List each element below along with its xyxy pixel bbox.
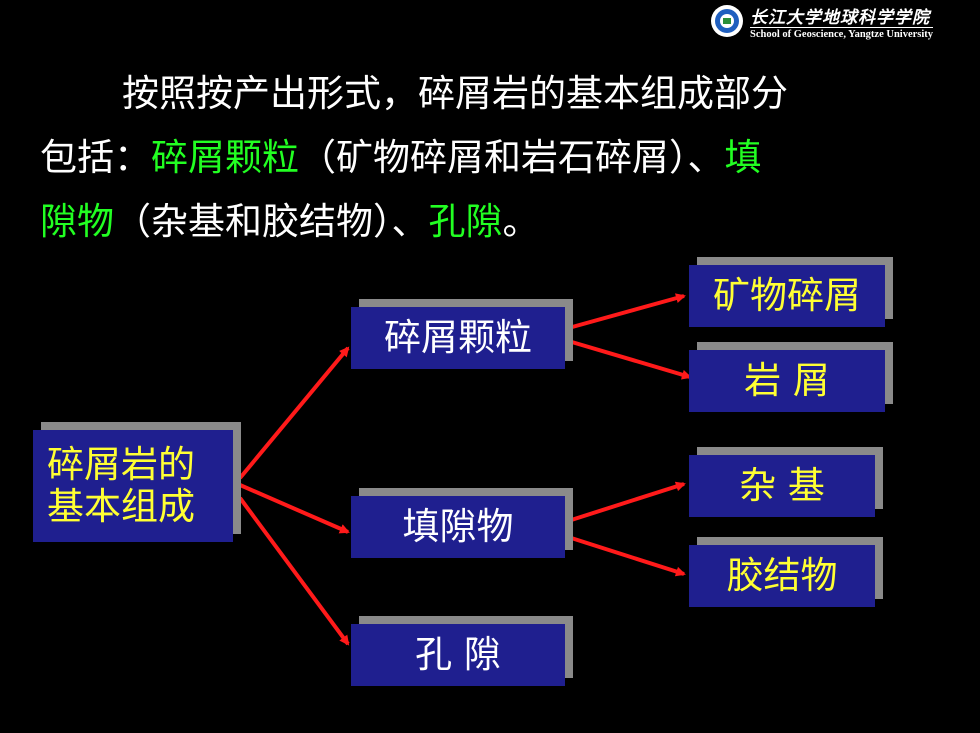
logo-english-text: School of Geoscience, Yangtze University xyxy=(750,27,934,40)
paragraph-line-3: 隙物（杂基和胶结物）、孔隙。 xyxy=(40,190,940,254)
university-logo: 长江大学地球科学学院 School of Geoscience, Yangtze… xyxy=(710,2,972,44)
arrow-root-to-grains xyxy=(238,346,350,480)
arrow-filler-to-cement xyxy=(564,534,686,577)
paragraph-line-1: 按照按产出形式，碎屑岩的基本组成部分 xyxy=(122,72,788,115)
arrow-root-to-pores xyxy=(238,496,350,646)
root-label-line-2: 基本组成 xyxy=(47,485,195,528)
matrix-box: 杂 基 xyxy=(689,455,875,517)
rock-box: 岩 屑 xyxy=(689,350,885,412)
highlight-pores: 孔隙 xyxy=(428,200,503,243)
mineral-box: 矿物碎屑 xyxy=(689,265,885,327)
highlight-grains: 碎屑颗粒 xyxy=(151,136,299,179)
university-seal-icon xyxy=(711,5,743,37)
text-segment: （矿物碎屑和岩石碎屑）、 xyxy=(299,136,725,179)
arrow-root-to-filler xyxy=(239,483,350,534)
root-label-line-1: 碎屑岩的 xyxy=(47,443,195,486)
text-segment: 。 xyxy=(502,200,540,243)
logo-chinese-text: 长江大学地球科学学院 xyxy=(750,8,930,28)
text-segment: （杂基和胶结物）、 xyxy=(114,200,429,243)
paragraph-line-2: 包括：碎屑颗粒（矿物碎屑和岩石碎屑）、填 xyxy=(40,126,940,190)
intro-paragraph: 按照按产出形式，碎屑岩的基本组成部分 包括：碎屑颗粒（矿物碎屑和岩石碎屑）、填 … xyxy=(40,62,940,254)
highlight-filler-end: 隙物 xyxy=(40,200,114,243)
arrow-filler-to-matrix xyxy=(564,481,686,524)
pores-box: 孔 隙 xyxy=(351,624,565,686)
grains-box: 碎屑颗粒 xyxy=(351,307,565,369)
cement-box: 胶结物 xyxy=(689,545,875,607)
arrow-grains-to-mineral xyxy=(564,293,686,331)
root-box: 碎屑岩的 基本组成 xyxy=(33,430,233,542)
text-segment: 包括： xyxy=(40,136,151,179)
filler-box: 填隙物 xyxy=(351,496,565,558)
arrow-grains-to-rock xyxy=(564,338,692,380)
highlight-filler-start: 填 xyxy=(724,136,762,179)
